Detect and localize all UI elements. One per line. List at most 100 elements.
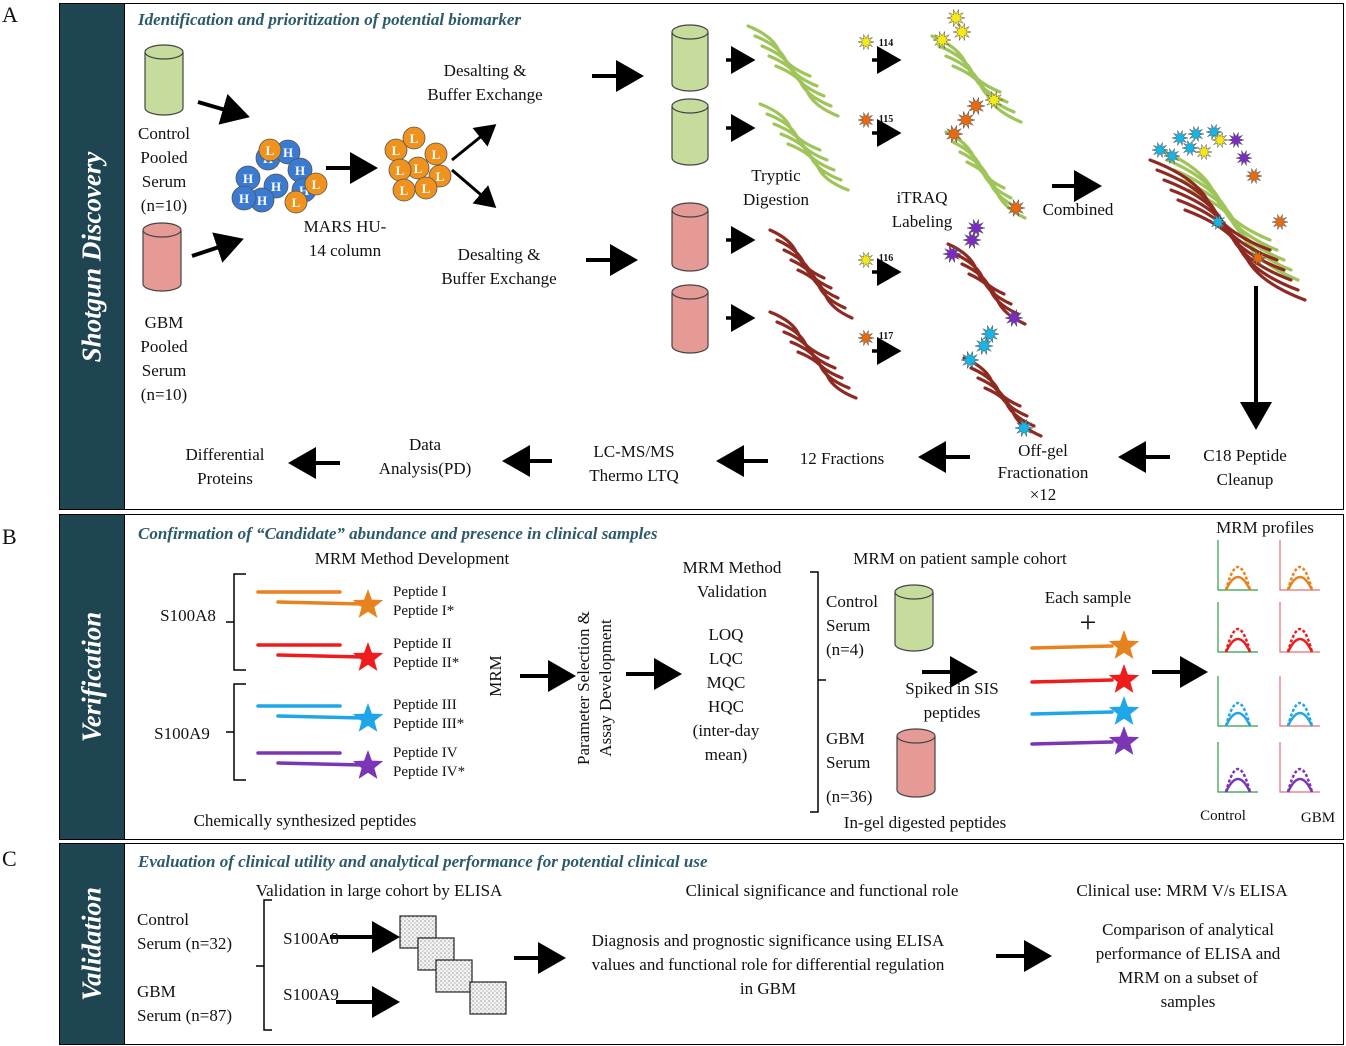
spiked-peptide-line (1030, 710, 1114, 716)
control-profile-light (1224, 575, 1252, 591)
peptide-2-star: Peptide II* (393, 655, 460, 671)
spiked-label-star (1108, 696, 1140, 725)
svg-text:H: H (271, 179, 281, 194)
itraq-tag (857, 330, 875, 346)
side-bar-validation: Validation (59, 843, 125, 1045)
control-cylinder-b (894, 584, 934, 652)
validation-elisa: Validation in large cohort by ELISA (255, 881, 503, 900)
control-profile-axis (1217, 676, 1258, 727)
offgel-fractionation: Off-gel Fractionation ×12 (997, 441, 1089, 504)
title-validation: Evaluation of clinical utility and analy… (138, 852, 708, 871)
gbm-profile-light (1286, 575, 1314, 591)
bracket-s100a8 (226, 573, 246, 671)
itraq-tag (984, 91, 1004, 109)
itraq-tag (1209, 214, 1227, 230)
svg-text:H: H (243, 171, 253, 186)
svg-text:L: L (400, 183, 409, 198)
itraq-tag (1151, 142, 1169, 158)
control-profile-axis (1217, 742, 1258, 793)
bracket-s100a9 (226, 683, 246, 781)
svg-text:L: L (436, 169, 445, 184)
panel-letter-c: C (2, 846, 17, 871)
mars-column: MARS HU- 14 column (303, 217, 387, 260)
svg-text:H: H (257, 193, 267, 208)
svg-text:L: L (414, 161, 423, 176)
itraq-tag (1249, 250, 1267, 266)
green-peptides (774, 64, 840, 118)
control-profile-light (1224, 711, 1252, 727)
gbm-profile-axis (1279, 676, 1320, 727)
itraq-tag (857, 252, 875, 268)
control-profile-heavy (1224, 566, 1252, 591)
heavy-label-star (352, 750, 384, 779)
svg-text:H: H (299, 183, 309, 198)
gbm-n-b: (n=36) (826, 787, 873, 806)
mrm-method-validation: MRM Method Validation (682, 558, 782, 601)
peptide-heavy-line (276, 714, 364, 720)
arrow-gbm-to-column (191, 232, 244, 263)
itraq-tag (1187, 126, 1205, 142)
red-peptides (796, 268, 854, 320)
mrm-vertical: MRM (486, 655, 505, 697)
peptide-2: Peptide II (393, 636, 452, 652)
peptide-1: Peptide I (393, 584, 447, 600)
differential-proteins: Differential Proteins (185, 445, 265, 488)
clinical-significance: Clinical significance and functional rol… (685, 881, 959, 900)
flowthrough-bead-l: L (392, 178, 416, 202)
peptide-4-star: Peptide IV* (393, 764, 466, 780)
itraq-tag (952, 23, 972, 41)
svg-text:H: H (295, 163, 305, 178)
tag-117: 117 (878, 331, 894, 342)
labeled-red-peptides (983, 386, 1043, 438)
itraq-tag (956, 111, 976, 129)
arrow-control-to-column (197, 93, 250, 125)
panel-letter-b: B (2, 524, 17, 549)
control-profile-light (1224, 777, 1252, 793)
svg-text:L: L (292, 195, 301, 210)
gbm-cylinder-2 (671, 284, 709, 354)
green-peptides (786, 142, 850, 192)
panel-box-validation (124, 843, 1344, 1045)
twelve-fractions: 12 Fractions (799, 449, 885, 468)
gbm-cylinder-1 (671, 202, 709, 272)
gbm-profile-heavy (1286, 702, 1314, 727)
gbm-profile-heavy (1286, 768, 1314, 793)
gbm-profile-axis (1279, 540, 1320, 591)
s100a9-c: S100A9 (283, 985, 339, 1004)
itraq-tag (1227, 132, 1245, 148)
itraq-tag (980, 325, 1000, 343)
validation-metrics: LOQ LQC MQC HQC (inter-day mean) (692, 625, 760, 764)
tryptic-digestion: Tryptic Digestion (742, 166, 810, 209)
svg-text:L: L (312, 177, 321, 192)
flowthrough-bead-l: L (402, 126, 426, 150)
control-cylinder-1 (671, 24, 709, 92)
spiked-label-star (1108, 664, 1140, 693)
parameter-selection: Parameter Selection & Assay Development (574, 611, 615, 765)
labeled-green-peptides (951, 64, 1023, 124)
depletion-bead-l: L (258, 138, 282, 162)
itraq-tag (1271, 214, 1289, 230)
heavy-label-star (352, 703, 384, 732)
spiked-peptide-line (1030, 644, 1114, 650)
c18-cleanup: C18 Peptide Cleanup (1203, 446, 1287, 489)
arrow-split-down (451, 168, 497, 208)
gbm-profile-label: GBM (1300, 810, 1336, 826)
itraq-tag (1245, 168, 1263, 184)
plus-sign: + (1079, 606, 1097, 639)
peptide-1-star: Peptide I* (393, 603, 455, 619)
peptide-3: Peptide III (393, 697, 457, 713)
heavy-label-star (352, 642, 384, 671)
depletion-bead-l: L (304, 172, 328, 196)
clinical-use: Clinical use: MRM V/s ELISA (1076, 881, 1288, 900)
control-profile-axis (1217, 602, 1258, 653)
peptide-heavy-line (276, 761, 364, 767)
control-cylinder (144, 44, 184, 116)
spiked-peptide-line (1030, 678, 1114, 684)
s100a8-label: S100A8 (160, 606, 216, 625)
gbm-profile-axis (1279, 602, 1320, 653)
mrm-method-development: MRM Method Development (314, 549, 510, 568)
s100a8-c: S100A8 (283, 929, 339, 948)
red-peptides (796, 350, 858, 400)
itraq-tag (962, 231, 982, 249)
